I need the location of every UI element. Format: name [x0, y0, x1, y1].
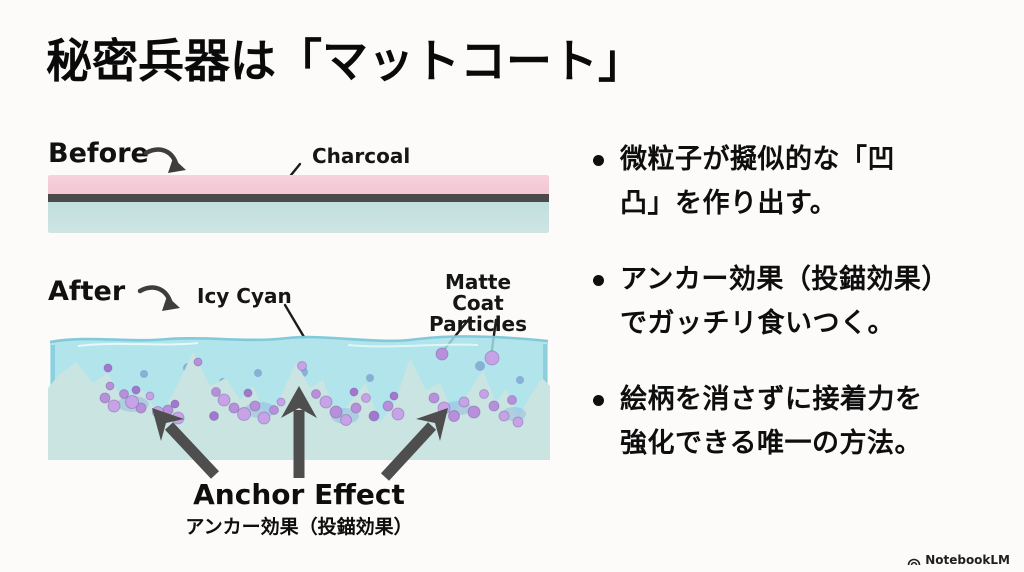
after-curved-arrow-icon: [137, 285, 180, 311]
list-item: 絵柄を消さずに接着力を 強化できる唯一の方法。: [593, 378, 1007, 466]
before-layer-diagram: [48, 175, 549, 233]
bullet-3-line-1: 絵柄を消さずに接着力を: [620, 384, 923, 415]
bullet-1-line-1: 微粒子が擬似的な「凹: [620, 144, 895, 175]
list-item: アンカー効果（投錨効果） でガッチリ食いつく。: [593, 258, 1007, 346]
icy-cyan-label: Icy Cyan: [197, 284, 292, 308]
bullet-2-line-2: でガッチリ食いつく。: [620, 308, 895, 339]
matte-coat-label-line1: Matte Coat: [444, 270, 512, 315]
charcoal-layer: [48, 194, 549, 202]
charcoal-label: Charcoal: [312, 144, 411, 168]
matte-coat-particles-label: Matte Coat Particles: [418, 272, 538, 335]
key-points-list: 微粒子が擬似的な「凹 凸」を作り出す。 アンカー効果（投錨効果） でガッチリ食い…: [593, 138, 1007, 498]
matte-coat-label-line2: Particles: [428, 312, 528, 336]
anchor-effect-title: Anchor Effect: [193, 478, 405, 511]
cyan-base-layer: [48, 202, 549, 233]
anchor-arrows: [152, 386, 448, 481]
anchor-effect-subtitle: アンカー効果（投錨効果）: [185, 516, 413, 538]
notebooklm-logo-icon: [907, 558, 921, 565]
bullet-1-line-2: 凸」を作り出す。: [620, 188, 838, 219]
before-curved-arrow-icon: [143, 147, 186, 173]
page-title: 秘密兵器は「マットコート」: [46, 34, 644, 88]
icy-cyan-pointer-line: [283, 303, 306, 339]
bullet-3-line-2: 強化できる唯一の方法。: [620, 428, 922, 459]
brand-label: NotebookLM: [925, 553, 1010, 567]
pink-topcoat-layer: [48, 175, 549, 194]
bullet-2-line-1: アンカー効果（投錨効果）: [620, 264, 949, 295]
before-label: Before: [48, 138, 149, 169]
notebooklm-branding: NotebookLM: [907, 553, 1010, 567]
bullet-dot-icon: [593, 395, 604, 406]
after-label: After: [48, 276, 126, 307]
after-anchor-diagram: [48, 335, 550, 481]
bullet-dot-icon: [593, 275, 604, 286]
bullet-dot-icon: [593, 155, 604, 166]
list-item: 微粒子が擬似的な「凹 凸」を作り出す。: [593, 138, 1007, 226]
